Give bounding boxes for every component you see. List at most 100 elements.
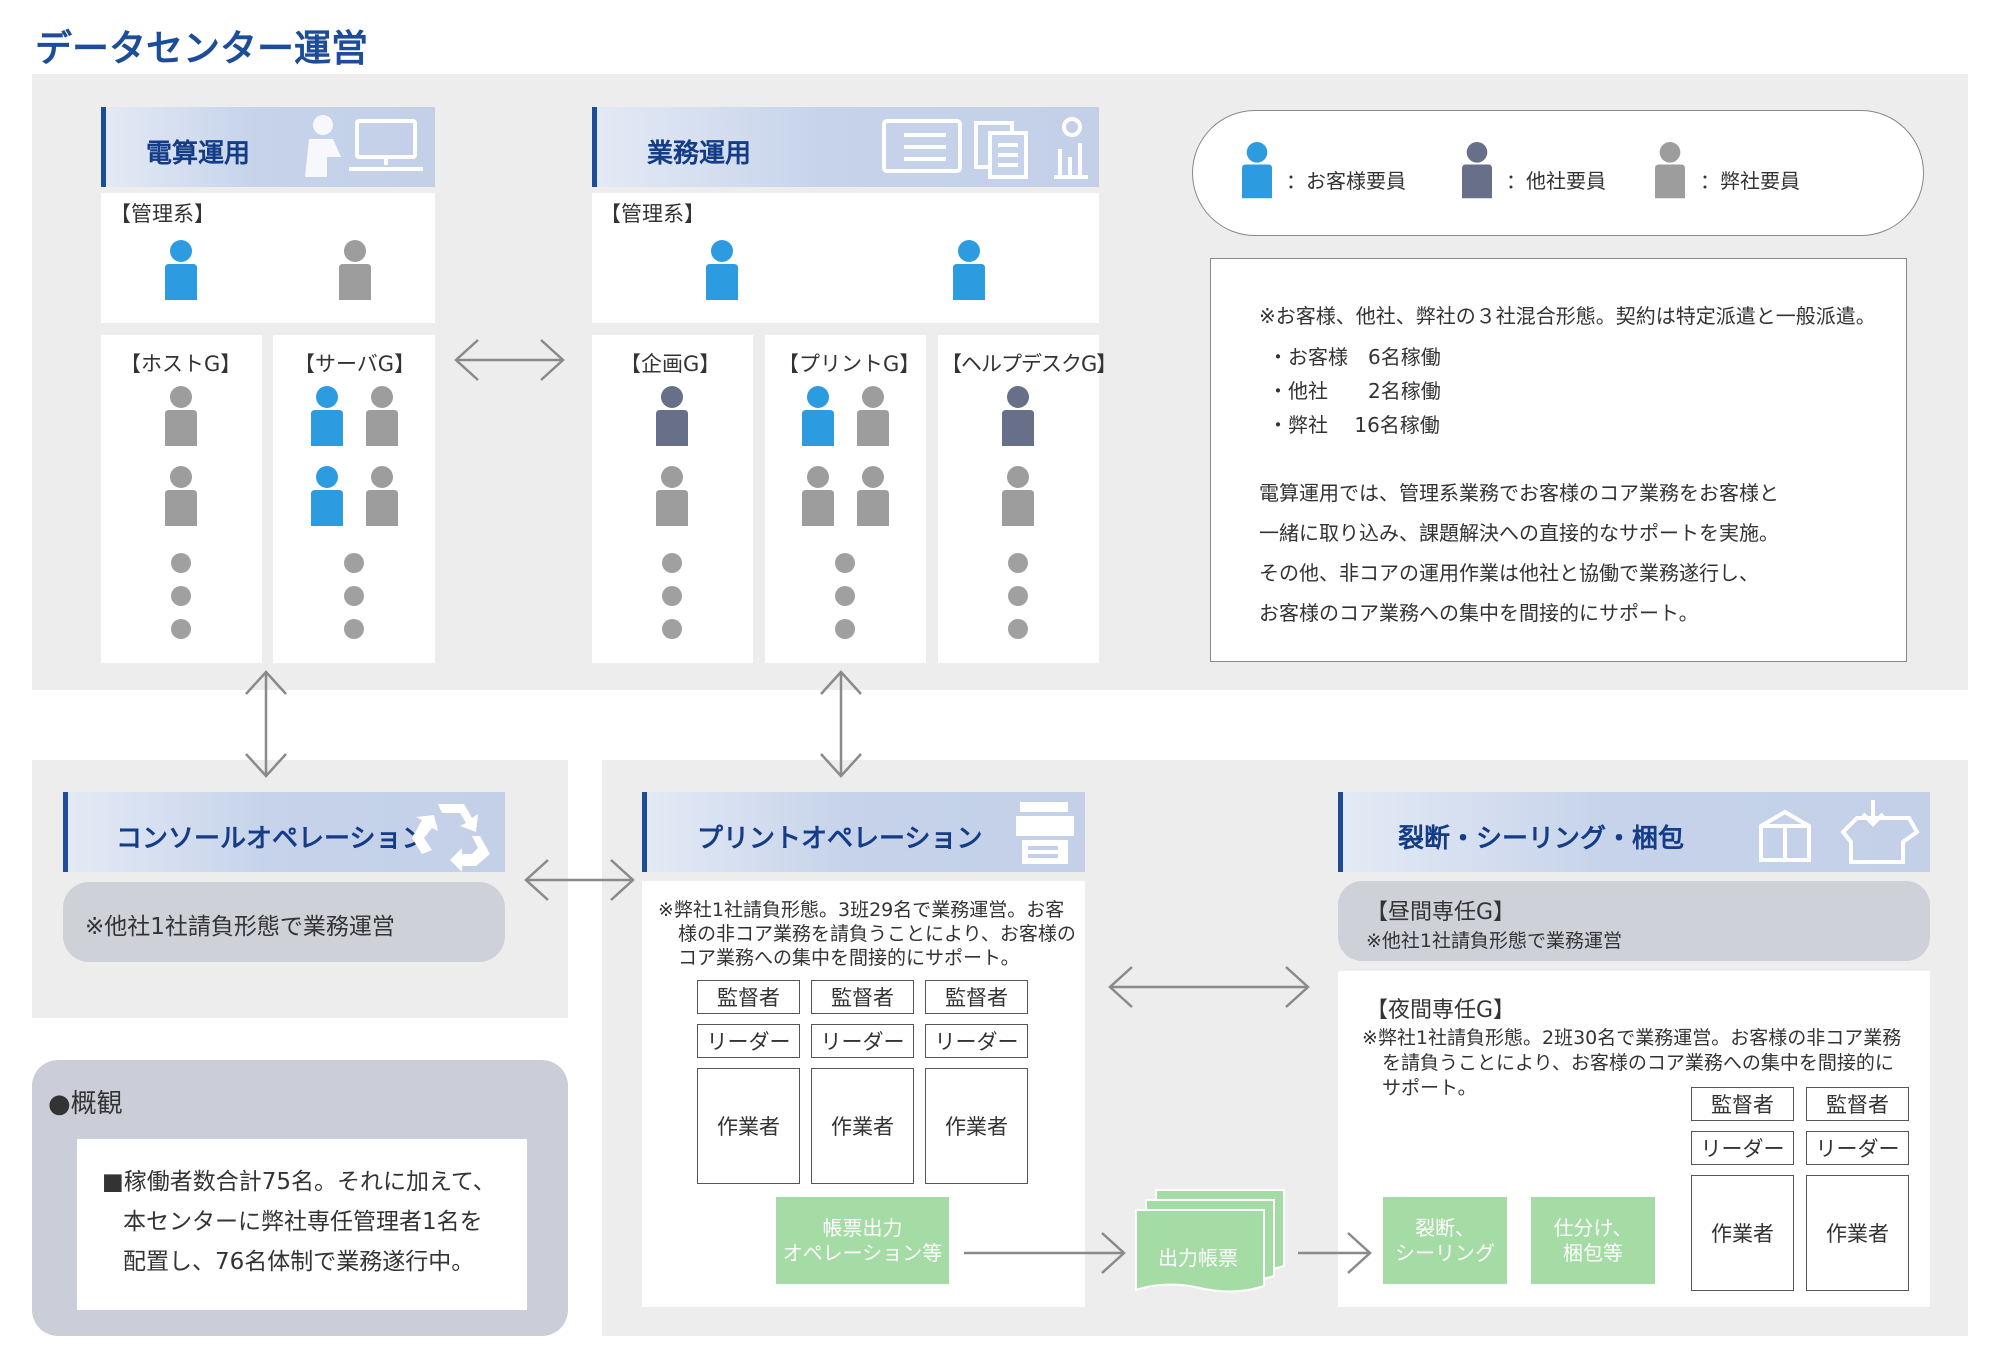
gyomu-help-label: 【ヘルプデスクG】 (941, 352, 1117, 376)
customer-person-icon (802, 386, 834, 446)
cutting-sealing-line2: シーリング (1395, 1240, 1495, 1265)
ellipsis-dot (662, 553, 682, 573)
print-op-note-1: ※弊社1社請負形態。3班29名で業務運営。お客 (658, 899, 1065, 921)
ellipsis-dot (835, 586, 855, 606)
cutting-sealing-box: 裂断、 シーリング (1383, 1197, 1507, 1284)
densan-host-label: 【ホストG】 (120, 352, 242, 376)
boxes-icon (1759, 800, 1920, 864)
other-company-person-icon (1462, 142, 1492, 199)
ellipsis-dot (1008, 553, 1028, 573)
info-para-4: お客様のコア業務への集中を間接的にサポート。 (1259, 601, 1699, 625)
ellipsis-dot (171, 586, 191, 606)
print-supervisor-2: 監督者 (811, 980, 914, 1014)
gyomu-kanri-label: 【管理系】 (600, 202, 705, 226)
other-company-person-icon (1002, 386, 1034, 446)
our-company-person-icon (802, 466, 834, 526)
operator-at-computer-icon (305, 115, 423, 177)
our-company-person-icon (857, 466, 889, 526)
night-leader-1: リーダー (1691, 1131, 1794, 1165)
customer-person-icon (706, 240, 738, 300)
info-item-other: ・他社 2名稼働 (1268, 379, 1441, 403)
printer-icon (1016, 802, 1074, 864)
gyomu-kanri-box (592, 193, 1099, 323)
arrow-to-output-forms (964, 1232, 1126, 1274)
our-company-person-icon (857, 386, 889, 446)
print-leader-2: リーダー (811, 1024, 914, 1058)
double-arrow-densan-console (245, 670, 287, 778)
our-company-person-icon (1655, 142, 1685, 199)
ellipsis-dot (344, 619, 364, 639)
print-leader-3: リーダー (925, 1024, 1028, 1058)
output-forms-label: 出力帳票 (1158, 1246, 1238, 1270)
ellipsis-dot (1008, 586, 1028, 606)
densan-header: 電算運用 (101, 107, 435, 187)
ellipsis-dot (835, 619, 855, 639)
densan-title: 電算運用 (146, 139, 251, 169)
legend (1192, 110, 1924, 236)
double-arrow-print-cutting (1108, 966, 1310, 1008)
overview-line-1: ■稼働者数合計75名。それに加えて、 (102, 1169, 496, 1195)
console-title: コンソールオペレーション (116, 824, 428, 854)
output-forms-icon (1135, 1189, 1285, 1293)
print-worker-3: 作業者 (925, 1068, 1028, 1184)
legend-customer-label: ：お客様要員 (1286, 169, 1406, 193)
print-supervisor-3: 監督者 (925, 980, 1028, 1014)
console-header: コンソールオペレーション (63, 792, 505, 872)
densan-kanri-label: 【管理系】 (110, 202, 215, 226)
info-box (1210, 258, 1907, 662)
day-shift-pill (1338, 881, 1930, 961)
cutting-header: 裂断・シーリング・梱包 (1338, 792, 1930, 872)
ellipsis-dot (171, 619, 191, 639)
night-supervisor-2: 監督者 (1806, 1087, 1909, 1121)
console-note: ※他社1社請負形態で業務運営 (85, 914, 395, 940)
cutting-title: 裂断・シーリング・梱包 (1398, 824, 1685, 854)
customer-person-icon (311, 386, 343, 446)
our-company-person-icon (656, 466, 688, 526)
ellipsis-dot (662, 619, 682, 639)
ellipsis-dot (344, 553, 364, 573)
night-shift-note-1: ※弊社1社請負形態。2班30名で業務運営。お客様の非コア業務 (1362, 1027, 1902, 1049)
day-shift-note: ※他社1社請負形態で業務運営 (1366, 930, 1623, 952)
densan-server-box (273, 335, 435, 663)
print-worker-1: 作業者 (697, 1068, 800, 1184)
our-company-person-icon (165, 386, 197, 446)
console-note-pill (63, 882, 505, 962)
print-worker-2: 作業者 (811, 1068, 914, 1184)
sorting-packing-line1: 仕分け、 (1553, 1215, 1633, 1240)
sorting-packing-line2: 梱包等 (1563, 1240, 1623, 1265)
cutting-sealing-line1: 裂断、 (1415, 1215, 1475, 1240)
info-item-customer: ・お客様 6名稼働 (1268, 345, 1441, 369)
double-arrow-console-print (524, 859, 635, 901)
customer-person-icon (165, 240, 197, 300)
overview-box (77, 1139, 527, 1310)
ellipsis-dot (1008, 619, 1028, 639)
ellipsis-dot (171, 553, 191, 573)
print-op-note-3: コア業務への集中を間接的にサポート。 (678, 947, 1020, 969)
ellipsis-dot (662, 586, 682, 606)
our-company-person-icon (366, 466, 398, 526)
overview-line-3: 配置し、76名体制で業務遂行中。 (123, 1249, 475, 1275)
day-shift-label: 【昼間専任G】 (1366, 900, 1516, 925)
night-worker-1: 作業者 (1691, 1175, 1794, 1291)
double-arrow-gyomu-print (820, 670, 862, 778)
ellipsis-dot (835, 553, 855, 573)
ellipsis-dot (344, 586, 364, 606)
legend-our-label: ：弊社要員 (1700, 169, 1800, 193)
print-output-operation-box: 帳票出力 オペレーション等 (776, 1197, 949, 1284)
print-leader-1: リーダー (697, 1024, 800, 1058)
night-supervisor-1: 監督者 (1691, 1087, 1794, 1121)
our-company-person-icon (339, 240, 371, 300)
print-output-operation-line1: 帳票出力 (822, 1215, 903, 1240)
sorting-packing-box: 仕分け、 梱包等 (1531, 1197, 1655, 1284)
gyomu-title: 業務運用 (647, 139, 752, 169)
double-arrow-densan-gyomu (454, 339, 565, 381)
print-output-operation-line2: オペレーション等 (782, 1240, 943, 1265)
densan-kanri-box (101, 193, 435, 323)
overview-line-2: 本センターに弊社専任管理者1名を (123, 1209, 483, 1235)
page-title: データセンター運営 (35, 27, 368, 70)
info-item-our: ・弊社 16名稼働 (1268, 413, 1440, 437)
gyomu-print-label: 【プリントG】 (778, 352, 921, 376)
info-para-2: 一緒に取り込み、課題解決への直接的なサポートを実施。 (1259, 521, 1779, 545)
print-supervisor-1: 監督者 (697, 980, 800, 1014)
